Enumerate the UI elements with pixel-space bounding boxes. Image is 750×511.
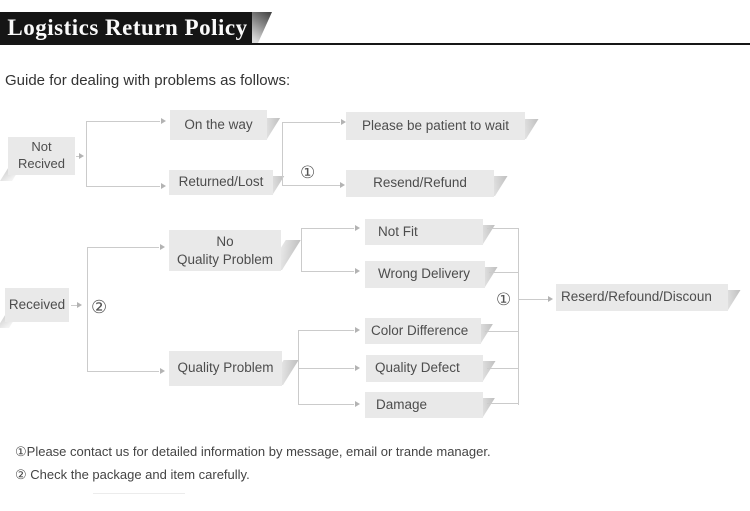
connector-line — [301, 228, 302, 272]
page-title: Logistics Return Policy — [7, 14, 248, 40]
arrowhead-icon — [548, 296, 553, 302]
arrowhead-icon — [355, 401, 360, 407]
node-not-received: Not Recived — [8, 137, 75, 175]
banner-slant-decoration — [252, 12, 272, 43]
connector-line — [86, 121, 160, 122]
node-wrong-delivery: Wrong Delivery — [365, 261, 485, 288]
connector-line — [301, 228, 354, 229]
connector-line — [86, 186, 160, 187]
connector-line — [298, 330, 354, 331]
connector-line — [71, 305, 77, 306]
connector-line — [518, 299, 548, 300]
connector-line — [282, 122, 283, 186]
divider-line — [93, 493, 185, 494]
marker-1-icon: ① — [496, 290, 512, 309]
node-received: Received — [5, 288, 69, 322]
connector-line — [487, 228, 518, 229]
node-label: No — [216, 233, 234, 249]
connector-line — [487, 368, 518, 369]
arrowhead-icon — [161, 118, 166, 124]
node-label: Recived — [18, 156, 65, 171]
arrowhead-icon — [355, 225, 360, 231]
node-quality-defect: Quality Defect — [366, 355, 483, 382]
arrowhead-icon — [160, 368, 165, 374]
header-banner: Logistics Return Policy — [0, 12, 255, 43]
node-no-quality-problem: No Quality Problem — [169, 230, 281, 271]
node-returned-lost: Returned/Lost — [169, 170, 273, 195]
connector-line — [518, 228, 519, 405]
node-label: Quality Problem — [176, 251, 274, 267]
arrowhead-icon — [161, 183, 166, 189]
connector-line — [282, 122, 340, 123]
node-please-wait: Please be patient to wait — [346, 112, 525, 140]
connector-line — [298, 368, 354, 369]
node-outcome: Reserd/Refound/Discoun — [556, 284, 728, 311]
connector-line — [87, 371, 159, 372]
connector-line — [301, 271, 354, 272]
footnote-2: ② Check the package and item carefully. — [15, 467, 250, 482]
arrowhead-icon — [341, 119, 346, 125]
header-divider-line — [0, 43, 750, 45]
node-resend-refund: Resend/Refund — [346, 170, 494, 197]
arrowhead-icon — [355, 327, 360, 333]
node-label: Not — [31, 139, 52, 155]
connector-line — [86, 121, 87, 187]
arrowhead-icon — [340, 182, 345, 188]
connector-line — [298, 404, 354, 405]
marker-1-icon: ① — [300, 163, 316, 182]
connector-line — [282, 185, 340, 186]
node-damage: Damage — [365, 392, 483, 418]
footnote-1: ①Please contact us for detailed informat… — [15, 444, 491, 459]
node-quality-problem: Quality Problem — [169, 351, 282, 386]
node-not-fit: Not Fit — [365, 219, 483, 245]
connector-line — [298, 330, 299, 405]
connector-line — [76, 156, 81, 157]
arrowhead-icon — [160, 244, 165, 250]
intro-text: Guide for dealing with problems as follo… — [5, 72, 291, 89]
connector-line — [87, 247, 88, 372]
connector-line — [485, 331, 518, 332]
node-color-difference: Color Difference — [365, 318, 481, 344]
arrowhead-icon — [79, 153, 84, 159]
arrowhead-icon — [355, 365, 360, 371]
connector-line — [487, 403, 518, 404]
arrowhead-icon — [77, 302, 82, 308]
connector-line — [87, 247, 159, 248]
connector-line — [489, 272, 518, 273]
node-on-the-way: On the way — [170, 110, 267, 140]
marker-2-icon: ② — [91, 297, 108, 317]
arrowhead-icon — [355, 268, 360, 274]
